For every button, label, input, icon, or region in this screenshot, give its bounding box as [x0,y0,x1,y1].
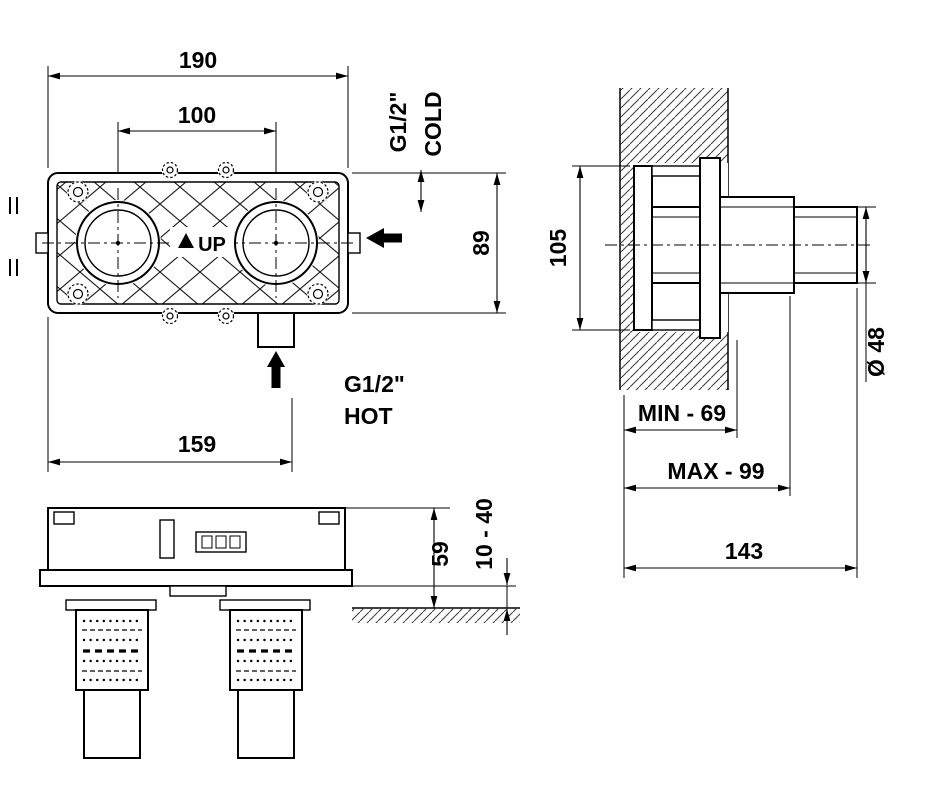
cold-label: COLD [420,91,446,156]
hot-thread-label: G1/2" [344,371,405,397]
spout-cylinder [793,206,858,284]
box-lip [39,569,353,587]
dim-rough-height-label: 105 [545,229,571,268]
dim-total-depth-label: 143 [725,538,763,564]
up-label: UP [198,234,226,256]
cold-thread-label: G1/2" [385,92,411,153]
up-arrow-icon [178,233,194,248]
centering-mark-bottom [9,259,18,276]
centering-mark-top [9,197,18,214]
front-view: 190 100 [9,47,506,472]
left-leg [75,609,149,759]
hot-port-stub [257,312,295,348]
dim-hot-offset-label: 159 [178,431,216,457]
bottom-view: 59 10 - 40 [39,498,520,759]
hot-label: HOT [344,403,393,429]
dim-min-depth-label: MIN - 69 [638,400,726,426]
wall-plane-hatch [352,608,520,623]
dim-max-depth-label: MAX - 99 [667,458,764,484]
cold-flow-arrow-icon [366,228,402,248]
mounting-screws [67,161,329,325]
right-leg [229,609,303,759]
dim-spout-diameter-label: Ø 48 [863,327,889,377]
hot-flow-arrow-icon [267,351,285,388]
dim-port-spacing-label: 100 [178,102,216,128]
dim-body-height-label: 59 [427,541,453,567]
side-view: 105 MIN - 69 MAX - 99 143 Ø 48 [545,88,889,578]
dim-adjustment-range-label: 10 - 40 [471,498,497,570]
dim-overall-width-label: 190 [179,47,217,73]
dim-height-label: 89 [468,230,494,256]
